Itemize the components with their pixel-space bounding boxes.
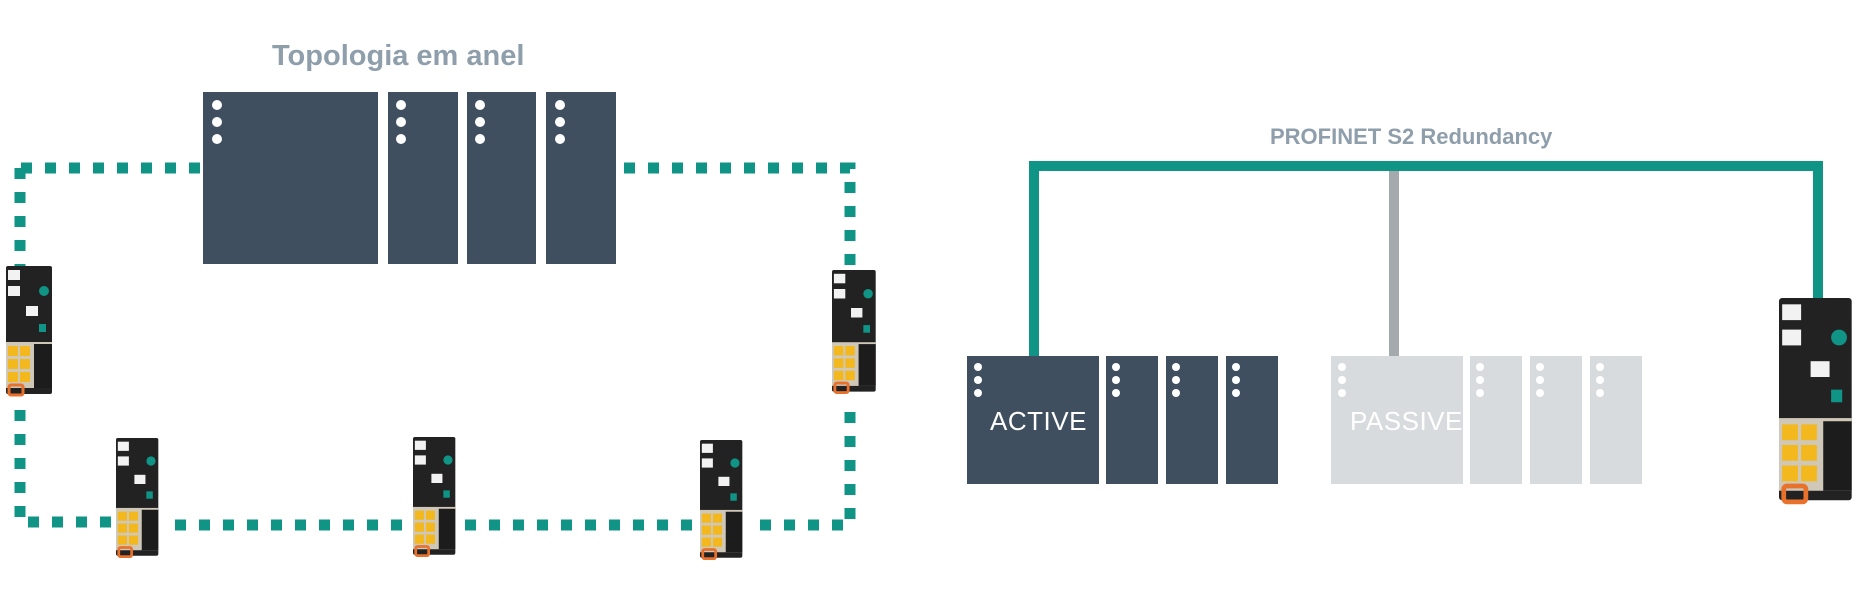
ring-device-bottom-3 <box>700 440 743 561</box>
status-led-icon <box>863 289 873 299</box>
status-led-icon <box>1831 329 1847 346</box>
ethernet-port-icon <box>8 286 20 296</box>
ethernet-port-icon <box>431 473 443 483</box>
ring-topology <box>6 92 876 561</box>
redundancy-io-link-master <box>1779 298 1852 505</box>
ethernet-port-icon <box>134 474 146 484</box>
ethernet-port-icon <box>117 441 129 451</box>
ring-device-bottom-2 <box>413 437 456 558</box>
profinet-s2-redundancy <box>967 161 1852 505</box>
ethernet-port-icon <box>1782 329 1802 346</box>
brand-logo-icon <box>730 493 737 501</box>
ethernet-port-icon <box>833 273 846 284</box>
ethernet-port-icon <box>718 476 730 486</box>
ring-segment-bottom-3 <box>760 400 856 531</box>
brand-logo-icon <box>863 325 870 333</box>
brand-logo-icon <box>443 490 450 498</box>
ring-plc-cpu-module <box>203 92 378 264</box>
ring-device-left <box>6 266 52 397</box>
status-led-icon <box>730 458 740 468</box>
ring-topology-title: Topologia em anel <box>272 40 525 72</box>
active-plc <box>967 356 1278 484</box>
active-plc-io-module-1 <box>1106 356 1158 484</box>
profinet-redundancy-title: PROFINET S2 Redundancy <box>1270 124 1553 149</box>
ethernet-port-icon <box>851 308 863 318</box>
brand-logo-icon <box>1831 389 1843 403</box>
passive-plc-io-module-2 <box>1530 356 1582 484</box>
active-plc-io-module-3 <box>1226 356 1278 484</box>
passive-plc <box>1331 356 1642 484</box>
ethernet-port-icon <box>701 458 713 468</box>
ring-plc-io-module-3 <box>546 92 616 264</box>
ring-devices <box>6 266 876 561</box>
brand-logo-icon <box>39 324 46 332</box>
active-link <box>1029 161 1823 357</box>
ethernet-port-icon <box>701 443 713 453</box>
redundancy-device <box>1779 298 1852 505</box>
active-plc-label: ACTIVE <box>990 406 1087 436</box>
passive-plc-cpu-module <box>1331 356 1463 484</box>
ring-plc <box>203 92 616 264</box>
status-led-icon <box>146 456 156 466</box>
passive-plc-label: PASSIVE <box>1350 406 1463 436</box>
active-plc-io-module-2 <box>1166 356 1218 484</box>
passive-plc-io-module-3 <box>1590 356 1642 484</box>
status-led-icon <box>39 286 49 296</box>
status-led-icon <box>443 455 453 465</box>
ethernet-port-icon <box>117 456 129 466</box>
ring-device-right <box>832 270 876 394</box>
ethernet-port-icon <box>8 270 20 280</box>
ethernet-port-icon <box>833 289 846 299</box>
ethernet-port-icon <box>414 440 426 450</box>
ring-segment-right-upper <box>620 162 856 265</box>
ring-device-bottom-1 <box>116 438 159 559</box>
ring-segment-left-lower <box>14 410 115 528</box>
brand-logo-icon <box>146 491 153 499</box>
ethernet-port-icon <box>1810 361 1830 377</box>
ethernet-port-icon <box>414 455 426 465</box>
passive-plc-io-module-1 <box>1470 356 1522 484</box>
active-plc-cpu-module <box>967 356 1099 484</box>
redundancy-links <box>1029 161 1823 357</box>
ring-dotted-line <box>14 162 856 531</box>
ethernet-port-icon <box>1782 304 1802 321</box>
ethernet-port-icon <box>26 306 38 316</box>
